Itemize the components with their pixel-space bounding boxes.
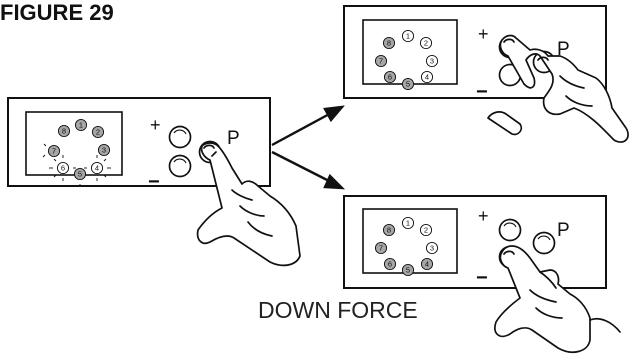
indicator-label: 6 — [388, 260, 392, 269]
indicator-2: 2 — [91, 125, 105, 139]
indicator-6: 6 — [56, 161, 70, 175]
hand-icon — [494, 245, 621, 353]
indicator-6: 6 — [383, 257, 397, 271]
indicator-3: 3 — [425, 241, 439, 255]
indicator-5: 5 — [401, 77, 415, 91]
control-panel-increase: 8 1 2 7 3 6 5 4 + − P — [343, 5, 629, 143]
indicator-3: 3 — [425, 54, 439, 68]
indicator-label: 2 — [96, 128, 100, 137]
indicator-label: 4 — [425, 260, 429, 269]
indicator-6: 6 — [383, 70, 397, 84]
plus-label: + — [150, 115, 161, 135]
indicator-8: 8 — [382, 36, 396, 50]
indicator-3: 3 — [97, 143, 111, 157]
hand-icon — [487, 34, 629, 143]
indicator-1: 1 — [401, 29, 415, 43]
program-label: P — [557, 220, 570, 241]
indicator-4: 4 — [420, 257, 434, 271]
indicator-5: 5 — [401, 263, 415, 277]
indicator-2: 2 — [419, 223, 433, 237]
program-button-shade — [537, 235, 551, 241]
indicator-label: 7 — [52, 147, 56, 156]
indicator-label: 8 — [62, 127, 66, 136]
display-window — [362, 19, 458, 85]
indicator-label: 5 — [406, 266, 410, 275]
arrow-down — [271, 150, 334, 185]
indicator-label: 7 — [379, 244, 383, 253]
indicator-label: 6 — [61, 164, 65, 173]
minus-label: − — [476, 81, 488, 103]
indicator-7: 7 — [47, 144, 61, 158]
indicator-label: 6 — [388, 73, 392, 82]
indicator-label: 4 — [425, 73, 429, 82]
indicator-label: 2 — [424, 226, 428, 235]
figure-caption: DOWN FORCE — [258, 297, 418, 323]
arrow-up — [271, 110, 334, 147]
arrow-down-head — [323, 173, 346, 190]
hand-icon — [196, 142, 301, 267]
indicator-5: 5 — [73, 167, 87, 181]
minus-label: − — [476, 267, 488, 289]
indicator-label: 8 — [387, 39, 391, 48]
indicator-label: 2 — [424, 39, 428, 48]
minus-button-shade — [173, 158, 187, 164]
indicator-7: 7 — [374, 54, 388, 68]
indicator-8: 8 — [57, 124, 71, 138]
indicator-ring: 8 1 2 7 3 6 5 4 — [374, 29, 439, 91]
indicator-label: 1 — [406, 32, 410, 41]
indicator-ring: 8 1 2 7 3 6 5 4 — [374, 216, 439, 277]
arrow-up-head — [323, 105, 345, 123]
indicator-4: 4 — [90, 161, 104, 175]
indicator-label: 1 — [406, 219, 410, 228]
plus-label: + — [478, 24, 489, 44]
control-panel-main: 8 1 2 7 3 6 5 4 + − P — [7, 97, 301, 267]
arrows — [271, 105, 346, 190]
program-label: P — [227, 128, 240, 149]
indicator-ring: 8 1 2 7 3 6 5 4 — [47, 118, 111, 181]
indicator-label: 5 — [406, 80, 410, 89]
indicator-label: 7 — [379, 57, 383, 66]
indicator-label: 3 — [430, 244, 434, 253]
control-panel-decrease: 8 1 2 7 3 6 5 4 + − P — [343, 195, 621, 353]
plus-button-shade — [173, 129, 187, 135]
minus-label: − — [148, 171, 160, 193]
blink-rays — [42, 143, 111, 186]
indicator-label: 8 — [387, 226, 391, 235]
indicator-7: 7 — [374, 241, 388, 255]
indicator-4: 4 — [420, 70, 434, 84]
display-window — [25, 111, 123, 176]
indicator-1: 1 — [401, 216, 415, 230]
indicator-label: 3 — [102, 146, 106, 155]
indicator-label: 3 — [430, 57, 434, 66]
plus-button-shade — [503, 222, 517, 228]
figure-title: FIGURE 29 — [0, 0, 114, 25]
program-label: P — [557, 39, 570, 60]
indicator-8: 8 — [382, 223, 396, 237]
indicator-1: 1 — [74, 118, 88, 132]
indicator-label: 1 — [79, 121, 83, 130]
indicator-2: 2 — [419, 36, 433, 50]
indicator-label: 4 — [95, 164, 99, 173]
indicator-label: 5 — [78, 170, 82, 179]
plus-label: + — [478, 206, 489, 226]
